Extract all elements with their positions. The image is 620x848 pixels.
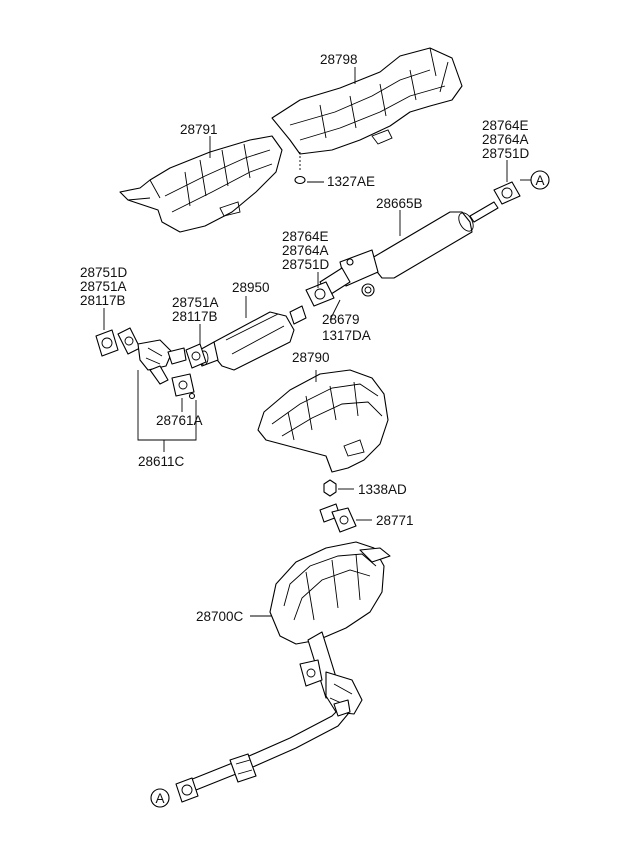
gasket-right[interactable] [493,181,521,205]
nut-1338AD[interactable] [323,479,337,497]
label-28751A-left: 28751A [80,279,127,294]
hanger-28761A[interactable] [171,373,196,400]
label-28751D-left: 28751D [80,265,128,280]
label-28117B-mid: 28117B [172,309,218,324]
ref-letter: A [535,173,544,188]
label-28665B: 28665B [376,196,423,211]
catalytic-converter-28950[interactable] [195,305,307,371]
label-28764E-mid: 28764E [282,229,329,244]
gasket-left-front[interactable] [95,329,119,357]
gasket-middle[interactable] [305,281,335,307]
part-labels: 28798 28791 1327AE 28764E 28764A 28751D … [80,52,530,624]
label-28764A-right: 28764A [482,132,529,147]
hanger-28771[interactable] [319,503,357,533]
label-28761A: 28761A [156,413,203,428]
label-28764E-right: 28764E [482,118,529,133]
label-28771: 28771 [376,513,414,528]
rear-muffler-28700C[interactable] [269,541,391,715]
label-28790: 28790 [292,350,330,365]
label-28791: 28791 [180,122,218,137]
ref-circle-top: A [530,170,550,190]
ref-circle-bottom: A [150,788,170,808]
heat-shield-28798[interactable] [271,47,463,155]
heat-shield-28790[interactable] [257,369,389,473]
label-1338AD: 1338AD [358,482,407,497]
gasket-catalyst-front[interactable] [185,343,207,369]
leader-lines [103,67,532,617]
label-28700C: 28700C [196,609,244,624]
label-1327AE: 1327AE [327,174,375,189]
ref-letter: A [155,791,164,806]
heat-shield-28791[interactable] [119,135,283,233]
label-28764A-mid: 28764A [282,243,329,258]
label-28798: 28798 [320,52,358,67]
center-muffler-28665B[interactable] [319,201,499,297]
front-pipe-28611C[interactable] [117,327,187,385]
label-28751A-mid: 28751A [172,295,219,310]
label-1317DA: 1317DA [322,328,371,343]
bolt-1327AE[interactable] [294,152,306,185]
label-28679: 28679 [322,312,360,327]
label-28950: 28950 [232,280,270,295]
label-28751D-mid: 28751D [282,257,330,272]
label-28117B-left: 28117B [80,293,126,308]
label-28611C: 28611C [138,454,185,469]
mid-pipe-bottom[interactable] [175,699,351,803]
label-28751D-right: 28751D [482,146,530,161]
